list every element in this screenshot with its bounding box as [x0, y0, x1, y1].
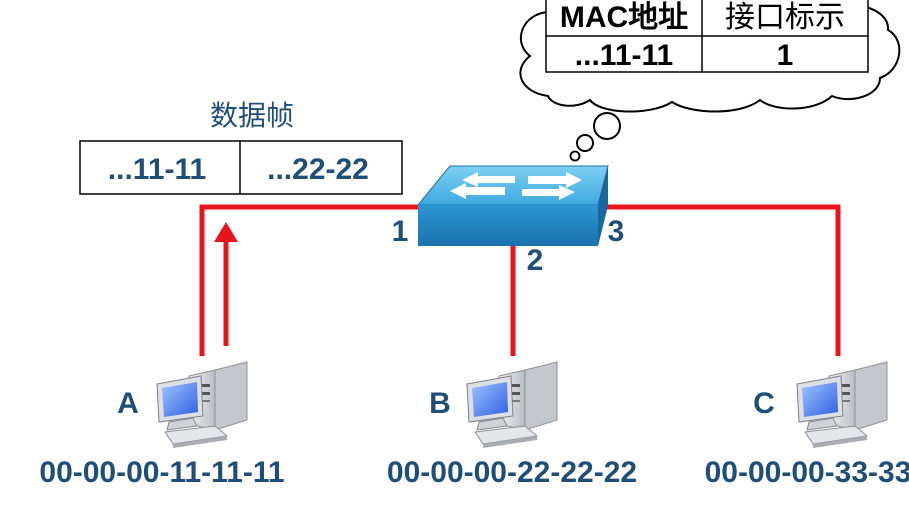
host-label-b: B — [429, 387, 451, 420]
frame-src-mac: ...22-22 — [267, 153, 369, 186]
computer-icon-c — [796, 361, 888, 449]
port-label-3: 3 — [608, 215, 625, 248]
network-links — [199, 204, 841, 356]
data-frame: ...11-11 ...22-22 — [79, 140, 403, 195]
mac-address-table: MAC地址 接口标示 ...11-11 1 — [545, 0, 869, 73]
host-mac-c: 00-00-00-33-33 — [705, 456, 909, 489]
link-c-port3 — [598, 204, 841, 356]
port-label-1: 1 — [392, 215, 409, 248]
table-cell-mac: ...11-11 — [575, 39, 673, 72]
table-cell-port: 1 — [777, 39, 794, 72]
link-a-port1 — [199, 204, 420, 356]
frame-caption: 数据帧 — [210, 100, 294, 131]
cloud-bubble-small — [569, 150, 581, 162]
table-header-port: 接口标示 — [725, 1, 845, 34]
host-label-c: C — [753, 387, 775, 420]
host-mac-b: 00-00-00-22-22-22 — [387, 456, 637, 489]
computer-icon-a — [156, 361, 248, 449]
table-header-mac: MAC地址 — [560, 1, 688, 34]
host-label-a: A — [117, 387, 139, 420]
port-label-2: 2 — [527, 244, 544, 277]
switch-icon — [416, 165, 609, 246]
computer-icon-b — [466, 361, 558, 449]
cloud-bubble-medium — [576, 134, 594, 152]
frame-dest-mac: ...11-11 — [108, 153, 206, 186]
host-mac-a: 00-00-00-11-11-11 — [39, 456, 284, 489]
upward-arrow — [214, 222, 238, 346]
cloud-bubble-large — [593, 112, 621, 140]
